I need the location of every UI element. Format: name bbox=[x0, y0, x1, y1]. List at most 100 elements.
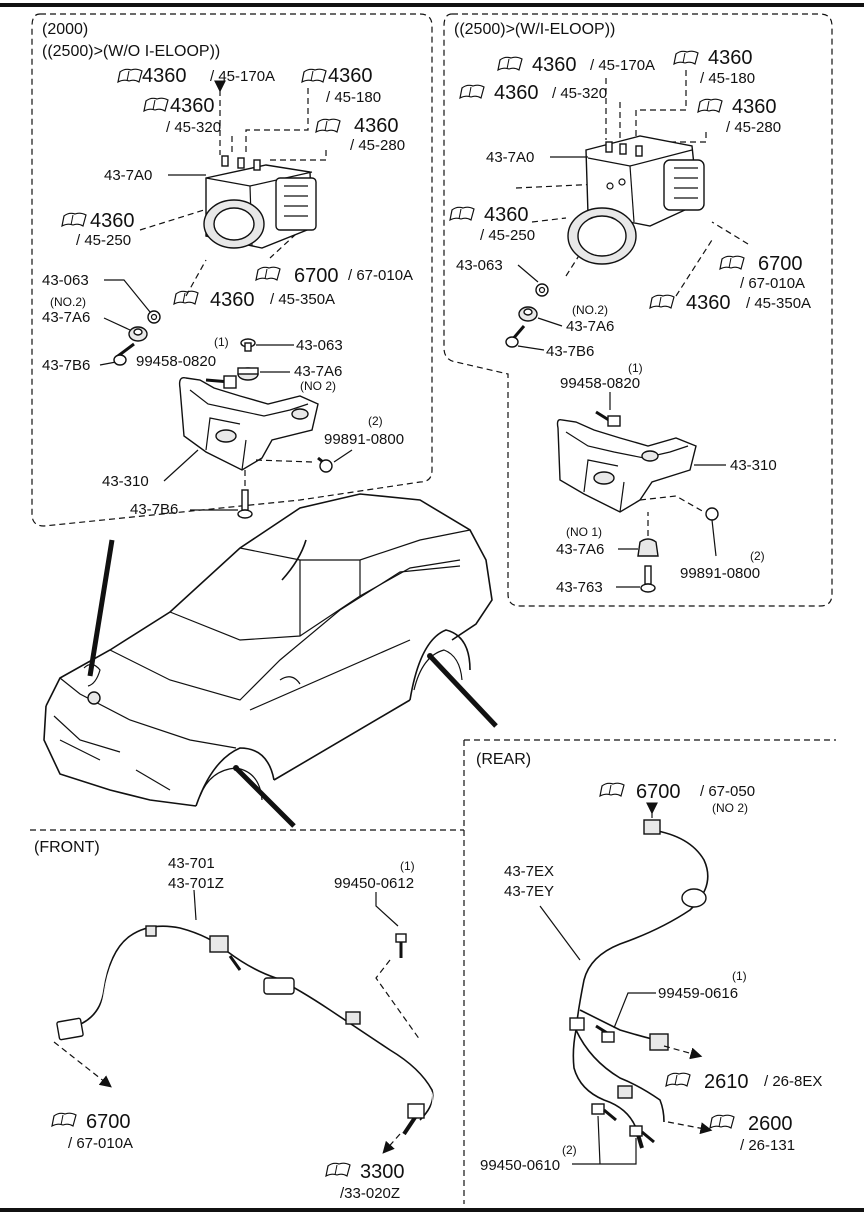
rear-bolt2a[interactable] bbox=[591, 1103, 617, 1122]
page-ref-icon bbox=[673, 50, 699, 65]
tr-ref-5-num: 4360 bbox=[484, 204, 529, 226]
tr-bushing2[interactable] bbox=[637, 538, 659, 557]
front-wheel-sensor-harness[interactable] bbox=[56, 925, 434, 1136]
page-ref-icon bbox=[315, 118, 341, 133]
tl-ref-5[interactable]: 4360 / 45-250 bbox=[61, 210, 135, 249]
page-ref-icon bbox=[665, 1072, 691, 1087]
rear-sensor-2: 43-7EY bbox=[504, 883, 554, 900]
tr-bolt1[interactable] bbox=[505, 325, 526, 348]
tl-ref-7[interactable]: 4360 / 45-350A bbox=[173, 289, 335, 311]
tl-ref-3[interactable]: 4360 / 45-320 bbox=[143, 95, 221, 136]
tl-nut2[interactable] bbox=[240, 338, 256, 352]
tl-no2a-label: (NO.2) bbox=[50, 295, 86, 309]
rear-ref-b-sub: / 26-131 bbox=[740, 1137, 795, 1154]
page-ref-icon bbox=[325, 1162, 351, 1177]
tr-ref-4-num: 4360 bbox=[732, 96, 777, 118]
tr-ref-1-num: 4360 bbox=[532, 54, 577, 76]
front-bolt-label: 99450-0612 bbox=[334, 875, 414, 892]
rear-wheel-sensor-harness[interactable] bbox=[569, 819, 709, 1149]
tl-ref-1[interactable]: 4360 / 45-170A bbox=[117, 65, 275, 87]
page-ref-icon bbox=[51, 1112, 77, 1127]
page-ref-icon bbox=[719, 255, 745, 270]
tl-nut1[interactable] bbox=[147, 310, 161, 324]
tr-ref-6[interactable]: 6700 / 67-010A bbox=[719, 253, 805, 292]
rear-ref-a-sub: / 26-8EX bbox=[764, 1073, 822, 1090]
rear-qty2: (2) bbox=[562, 1143, 577, 1157]
car-outline bbox=[43, 493, 493, 807]
tr-ref-4[interactable]: 4360 / 45-280 bbox=[697, 96, 781, 136]
tl-bolt3[interactable] bbox=[317, 456, 333, 473]
page-ref-icon bbox=[649, 294, 675, 309]
tr-ref-6-sub: / 67-010A bbox=[740, 275, 805, 292]
tl-ref-6-sub: / 67-010A bbox=[348, 267, 413, 284]
page-ref-icon bbox=[449, 206, 475, 221]
tr-bolt3-label: 99891-0800 bbox=[680, 565, 760, 582]
front-header: (FRONT) bbox=[34, 839, 100, 856]
rear-header: (REAR) bbox=[476, 751, 531, 768]
front-ref-b[interactable]: 3300 /33-020Z bbox=[325, 1161, 405, 1202]
tl-nut1-label: 43-063 bbox=[42, 272, 89, 289]
tr-bracket-label: 43-310 bbox=[730, 457, 777, 474]
tr-bolt2[interactable] bbox=[595, 410, 621, 427]
front-bolt[interactable] bbox=[395, 933, 407, 958]
rear-ref-b-num: 2600 bbox=[748, 1113, 793, 1135]
tr-ref-2[interactable]: 4360 / 45-180 bbox=[673, 47, 755, 87]
front-ref-b-sub: /33-020Z bbox=[340, 1185, 400, 1202]
tl-bolt4[interactable] bbox=[237, 489, 253, 519]
tr-ref-1-sub: / 45-170A bbox=[590, 57, 655, 74]
tl-bushing2[interactable] bbox=[237, 367, 259, 381]
tl-ref-6[interactable]: 6700 / 67-010A bbox=[255, 265, 413, 287]
rear-ref-b[interactable]: 2600 / 26-131 bbox=[709, 1113, 795, 1154]
rear-bolt1[interactable] bbox=[595, 1024, 615, 1043]
tl-ref-2[interactable]: 4360 / 45-180 bbox=[301, 65, 381, 106]
tr-ref-5-sub: / 45-250 bbox=[480, 227, 535, 244]
rear-ref-top[interactable]: 6700 / 67-050 (NO 2) bbox=[599, 781, 755, 815]
tl-bolt2-label: 99458-0820 bbox=[136, 353, 216, 370]
page-ref-icon bbox=[459, 84, 485, 99]
tl-bushing1[interactable] bbox=[128, 326, 148, 342]
tr-bolt4[interactable] bbox=[640, 565, 656, 593]
tr-hcu-unit[interactable] bbox=[567, 135, 705, 265]
tr-ref-3[interactable]: 4360 / 45-320 bbox=[459, 82, 607, 104]
tr-ref-7-sub: / 45-350A bbox=[746, 295, 811, 312]
tl-bracket-label: 43-310 bbox=[102, 473, 149, 490]
tr-bolt3[interactable] bbox=[705, 507, 719, 521]
front-qty: (1) bbox=[400, 859, 415, 873]
tr-no1-label: (NO 1) bbox=[566, 525, 602, 539]
tl-bracket[interactable] bbox=[178, 377, 319, 471]
tl-bolt1[interactable] bbox=[113, 342, 135, 366]
rear-ref-a[interactable]: 2610 / 26-8EX bbox=[665, 1071, 822, 1093]
tl-bolt4-label: 43-7B6 bbox=[130, 501, 178, 518]
tr-ref-7[interactable]: 4360 / 45-350A bbox=[649, 292, 811, 314]
tr-bushing1[interactable] bbox=[518, 306, 538, 322]
tr-ref-1[interactable]: 4360 / 45-170A bbox=[497, 54, 655, 76]
front-ref-b-num: 3300 bbox=[360, 1161, 405, 1183]
tr-nut1[interactable] bbox=[535, 283, 549, 297]
tl-ref-7-sub: / 45-350A bbox=[270, 291, 335, 308]
tl-ref-4[interactable]: 4360 / 45-280 bbox=[315, 115, 405, 154]
tl-bolt2[interactable] bbox=[223, 375, 237, 389]
tr-ref-5[interactable]: 4360 / 45-250 bbox=[449, 204, 535, 244]
rear-ref-top-num: 6700 bbox=[636, 781, 681, 803]
rear-bolt2b[interactable] bbox=[629, 1125, 655, 1144]
tl-ref-4-sub: / 45-280 bbox=[350, 137, 405, 154]
page-ref-icon bbox=[697, 98, 723, 113]
tl-ref-2-sub: / 45-180 bbox=[326, 89, 381, 106]
tl-bush1-label: 43-7A6 bbox=[42, 309, 90, 326]
tl-ref-7-num: 4360 bbox=[210, 289, 255, 311]
tl-hcu-label: 43-7A0 bbox=[104, 167, 152, 184]
panel-top-left-border bbox=[31, 13, 433, 527]
tr-qty2: (2) bbox=[750, 549, 765, 563]
tl-hcu-unit[interactable] bbox=[203, 155, 317, 249]
tr-header: ((2500)>(W/I-ELOOP)) bbox=[454, 21, 615, 38]
tl-ref-1-num: 4360 bbox=[142, 65, 187, 87]
tl-ref-6-num: 6700 bbox=[294, 265, 339, 287]
tr-ref-4-sub: / 45-280 bbox=[726, 119, 781, 136]
tr-no2-label: (NO.2) bbox=[572, 303, 608, 317]
front-ref-a[interactable]: 6700 / 67-010A bbox=[51, 1111, 133, 1152]
tr-bolt1-label: 43-7B6 bbox=[546, 343, 594, 360]
tr-bracket[interactable] bbox=[556, 418, 697, 513]
tr-qty1: (1) bbox=[628, 361, 643, 375]
rear-bolt1-label: 99459-0616 bbox=[658, 985, 738, 1002]
tl-qty2: (2) bbox=[368, 414, 383, 428]
